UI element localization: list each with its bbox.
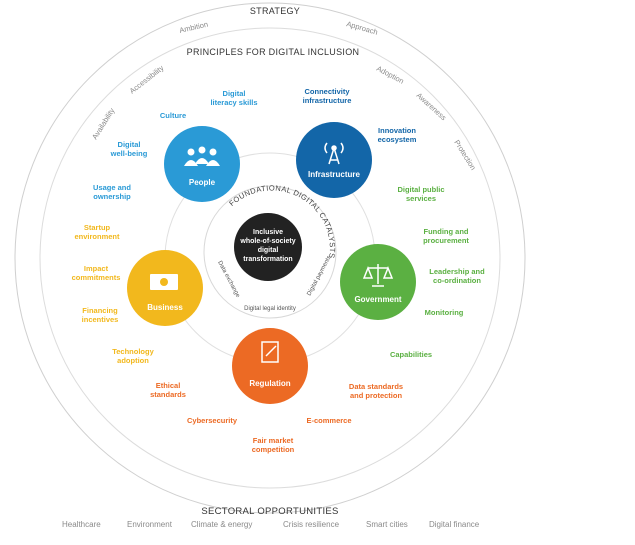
label-digital-wellbeing: Digital <box>118 140 141 149</box>
label-monitoring: Monitoring <box>425 308 464 317</box>
pillar-government[interactable]: Government <box>340 244 416 320</box>
sector-smart-cities: Smart cities <box>366 520 408 529</box>
label-innovation: Innovation <box>378 126 416 135</box>
sector-environment: Environment <box>127 520 172 529</box>
label-digital-literacy: Digital <box>223 89 246 98</box>
pillar-people-label: People <box>189 178 216 187</box>
label-digital-wellbeing-2: well-being <box>110 149 148 158</box>
strategy-adoption: Adoption <box>375 64 405 86</box>
label-ethical: Ethical <box>156 381 181 390</box>
label-data-standards: Data standards <box>349 382 403 391</box>
principles-ring <box>39 27 501 489</box>
money-icon <box>150 274 178 290</box>
sector-healthcare: Healthcare <box>62 520 101 529</box>
label-usage-ownership: Usage and <box>93 183 131 192</box>
label-digital-public-services-2: services <box>406 194 436 203</box>
strategy-availability: Availability <box>90 106 116 141</box>
label-innovation-2: ecosystem <box>378 135 417 144</box>
label-financing-2: incentives <box>82 315 119 324</box>
antenna-icon <box>324 142 344 165</box>
label-impact: Impact <box>84 264 109 273</box>
people-icon <box>184 146 220 166</box>
label-digital-public-services: Digital public <box>397 185 444 194</box>
strategy-ring <box>14 2 526 514</box>
label-ethical-2: standards <box>150 390 186 399</box>
label-culture: Culture <box>160 111 186 120</box>
catalyst-legal-identity: Digital legal identity <box>244 306 296 312</box>
label-funding-2: procurement <box>423 236 469 245</box>
label-financing: Financing <box>82 306 118 315</box>
label-digital-literacy-2: literacy skills <box>210 98 257 107</box>
strategy-title: STRATEGY <box>250 6 300 16</box>
label-connectivity-2: infrastructure <box>303 96 352 105</box>
pillar-business[interactable]: Business <box>127 250 203 326</box>
label-ecommerce: E-commerce <box>306 416 351 425</box>
sector-digital-finance: Digital finance <box>429 520 480 529</box>
label-cybersecurity: Cybersecurity <box>187 416 238 425</box>
sector-crisis: Crisis resilience <box>283 520 340 529</box>
scales-icon <box>362 264 394 287</box>
pillar-government-label: Government <box>354 295 401 304</box>
label-leadership-2: co-ordination <box>433 276 481 285</box>
core-line-4: transformation <box>243 256 292 263</box>
principles-title: PRINCIPLES FOR DIGITAL INCLUSION <box>187 47 360 57</box>
core-line-3: digital <box>258 247 279 254</box>
label-leadership: Leadership and <box>429 267 485 276</box>
label-fair-market-2: competition <box>252 445 295 454</box>
strategy-protection: Protection <box>452 138 478 171</box>
pillar-regulation[interactable]: Regulation <box>232 328 308 404</box>
pillar-infrastructure-label: Infrastructure <box>308 170 361 179</box>
pillar-business-label: Business <box>147 303 183 312</box>
core-circle <box>234 213 302 281</box>
label-tech-adoption-2: adoption <box>117 356 149 365</box>
pillar-people[interactable]: People <box>164 126 240 202</box>
core-line-2: whole-of-society <box>239 238 295 245</box>
pillar-regulation-label: Regulation <box>249 379 290 388</box>
label-data-standards-2: and protection <box>350 391 403 400</box>
label-funding: Funding and <box>424 227 469 236</box>
strategy-ambition: Ambition <box>178 20 208 35</box>
core-line-1: Inclusive <box>253 229 283 236</box>
sectoral-title: SECTORAL OPPORTUNITIES <box>201 506 339 517</box>
label-impact-2: commitments <box>72 273 121 282</box>
strategy-accessibility: Accessibility <box>128 63 166 95</box>
pillar-infrastructure[interactable]: Infrastructure <box>296 122 372 198</box>
label-connectivity: Connectivity <box>304 87 350 96</box>
label-startup-2: environment <box>74 232 120 241</box>
strategy-approach: Approach <box>345 19 378 37</box>
label-capabilities: Capabilities <box>390 350 432 359</box>
label-fair-market: Fair market <box>253 436 294 445</box>
label-tech-adoption: Technology <box>112 347 154 356</box>
document-icon <box>261 341 279 363</box>
sector-climate: Climate & energy <box>191 520 253 529</box>
label-usage-ownership-2: ownership <box>93 192 131 201</box>
label-startup: Startup <box>84 223 111 232</box>
